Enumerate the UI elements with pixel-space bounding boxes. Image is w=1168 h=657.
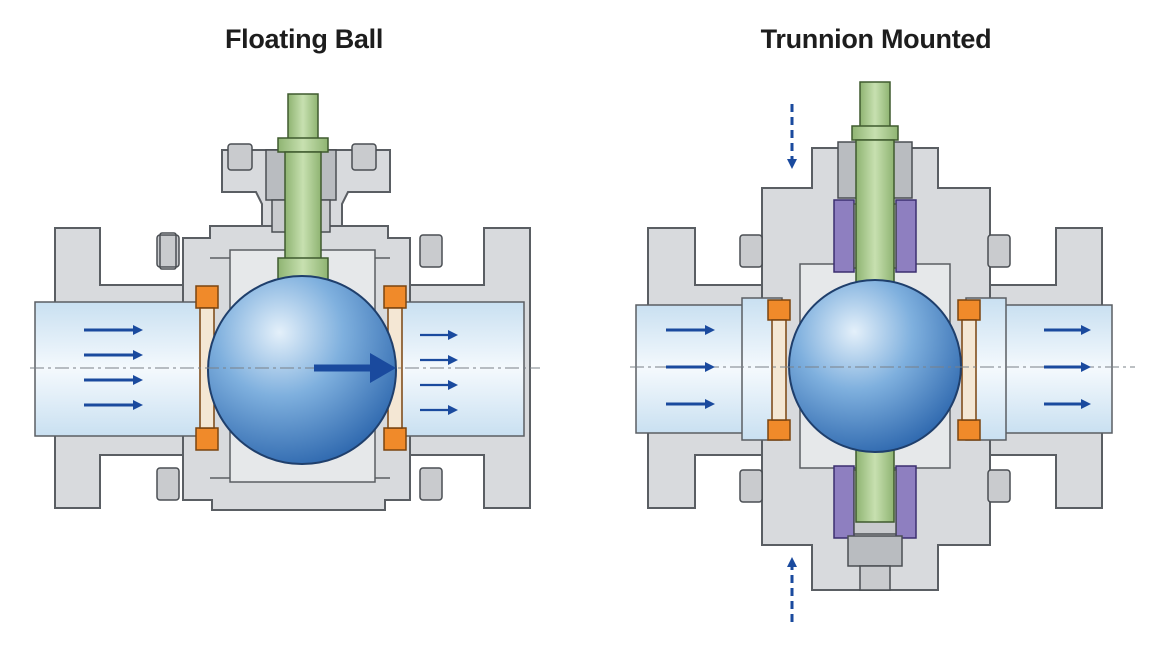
floating-bore-inlet <box>34 301 206 437</box>
floating-bore-outlet <box>395 301 525 437</box>
trunnion-flange-bolts <box>739 234 1011 503</box>
lower-trunnion-pin <box>855 447 895 523</box>
trunnion-inlet-flow-arrows <box>666 325 715 409</box>
floating-inlet-flow-arrows <box>84 325 143 410</box>
trunnion-valve-stem <box>851 81 899 291</box>
floating-outlet-flow-arrows <box>420 330 458 415</box>
floating-ball <box>207 275 397 465</box>
trunnion-seats <box>767 299 981 441</box>
floating-ball-title: Floating Ball <box>224 24 384 54</box>
trunnion-ball <box>788 279 962 453</box>
floating-flange-bolts <box>156 143 443 501</box>
floating-ball-valve <box>30 93 540 511</box>
trunnion-bottom-packing <box>833 465 917 539</box>
trunnion-mounted-title: Trunnion Mounted <box>760 24 992 54</box>
floating-valve-stem <box>277 93 329 281</box>
trunnion-mounted-valve <box>630 81 1135 622</box>
trunnion-outlet-flow-arrows <box>1044 325 1091 409</box>
